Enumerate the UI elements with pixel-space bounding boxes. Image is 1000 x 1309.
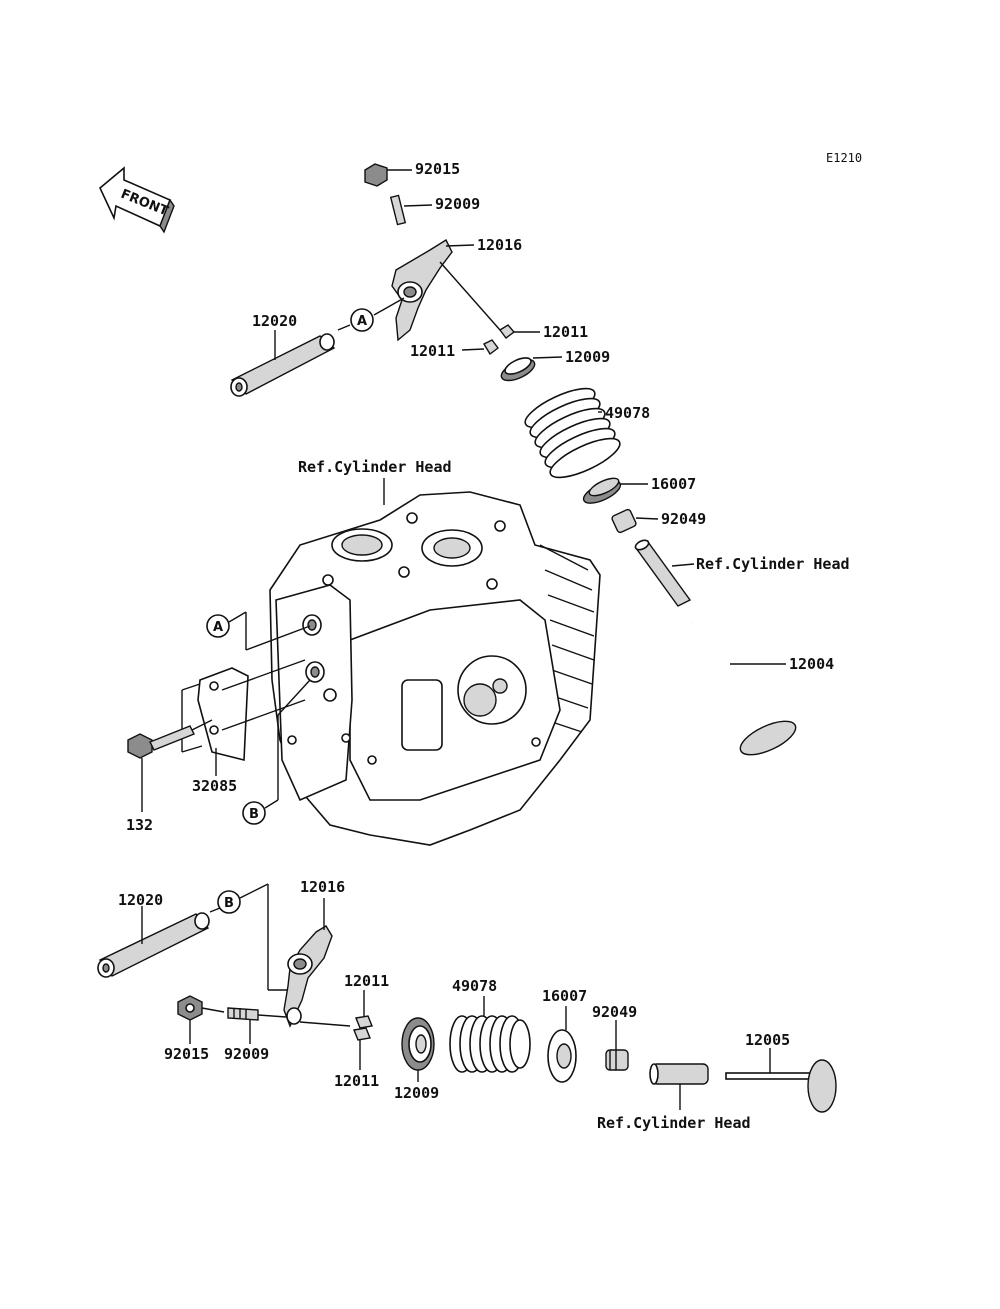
front-arrow-icon: FRONT: [99, 166, 175, 234]
screw-92009-top: [389, 194, 433, 226]
valve-guide-top: [634, 539, 695, 607]
valve-seal-92049-bottom: [605, 1020, 629, 1071]
spring-seat-16007-bottom: [547, 1006, 577, 1083]
rocker-arm-12016-bottom: [283, 898, 351, 1028]
part-16007-top: 16007: [651, 475, 696, 493]
part-92049-bottom: 92049: [592, 1003, 637, 1021]
ref-cylinder-head-guide: Ref.Cylinder Head: [696, 555, 850, 573]
callout-b-head: B: [242, 679, 311, 825]
valve-12004: [690, 621, 797, 756]
retainer-12009-bottom: [401, 1017, 435, 1082]
part-12011-top-right: 12011: [543, 323, 588, 341]
part-16007-bottom: 16007: [542, 987, 587, 1005]
part-12004: 12004: [789, 655, 834, 673]
plate-32085: [181, 659, 306, 776]
cylinder-head: [269, 491, 601, 846]
part-92009-bottom: 92009: [224, 1045, 269, 1063]
part-12020-bottom: 12020: [118, 891, 163, 909]
valve-spring-49078-bottom: [449, 996, 531, 1073]
bolt-132: [127, 719, 213, 812]
rocker-arm-12016-top: [391, 238, 475, 342]
part-92015-top: 92015: [415, 160, 460, 178]
part-12005: 12005: [745, 1031, 790, 1049]
rocker-shaft-12020-bottom: [97, 883, 290, 991]
callout-a-head: A: [206, 611, 311, 651]
part-12011-top-left: 12011: [410, 342, 455, 360]
part-12016-top: 12016: [477, 236, 522, 254]
valve-12005: [725, 1048, 837, 1113]
keeper-12011-top: [439, 261, 540, 356]
keeper-12011-bottom: [353, 990, 373, 1070]
part-12016-bottom: 12016: [300, 878, 345, 896]
callout-b-bottom: B: [217, 890, 241, 914]
screw-92009-bottom: [227, 1007, 287, 1044]
svg-text:B: B: [249, 807, 259, 822]
retainer-12009-top: [500, 356, 563, 382]
part-12009-bottom: 12009: [394, 1084, 439, 1102]
part-49078-top: 49078: [605, 404, 650, 422]
part-12011-bottom-bottom: 12011: [334, 1072, 379, 1090]
part-12020-top: 12020: [252, 312, 297, 330]
part-12011-bottom-top: 12011: [344, 972, 389, 990]
part-92015-bottom: 92015: [164, 1045, 209, 1063]
part-12009-top: 12009: [565, 348, 610, 366]
nut-92015-bottom: [177, 995, 225, 1044]
ref-cylinder-head-bottom: Ref.Cylinder Head: [597, 1114, 751, 1132]
diagram-code: E1210: [826, 151, 862, 165]
svg-text:A: A: [357, 314, 367, 329]
nut-92015-top: [364, 163, 412, 187]
svg-text:B: B: [224, 896, 234, 911]
part-92049-top: 92049: [661, 510, 706, 528]
part-132: 132: [126, 816, 153, 834]
spring-seat-16007-top: [582, 477, 648, 504]
part-32085: 32085: [192, 777, 237, 795]
part-92009-top: 92009: [435, 195, 480, 213]
valve-spring-49078-top: [524, 387, 621, 479]
rocker-shaft-12020-top: [230, 297, 405, 397]
svg-text:A: A: [213, 620, 223, 635]
ref-cylinder-head-top: Ref.Cylinder Head: [298, 458, 452, 476]
valve-seal-92049-top: [611, 508, 659, 534]
callout-a-top: A: [350, 308, 374, 332]
valve-guide-bottom: [649, 1063, 709, 1110]
part-49078-bottom: 49078: [452, 977, 497, 995]
